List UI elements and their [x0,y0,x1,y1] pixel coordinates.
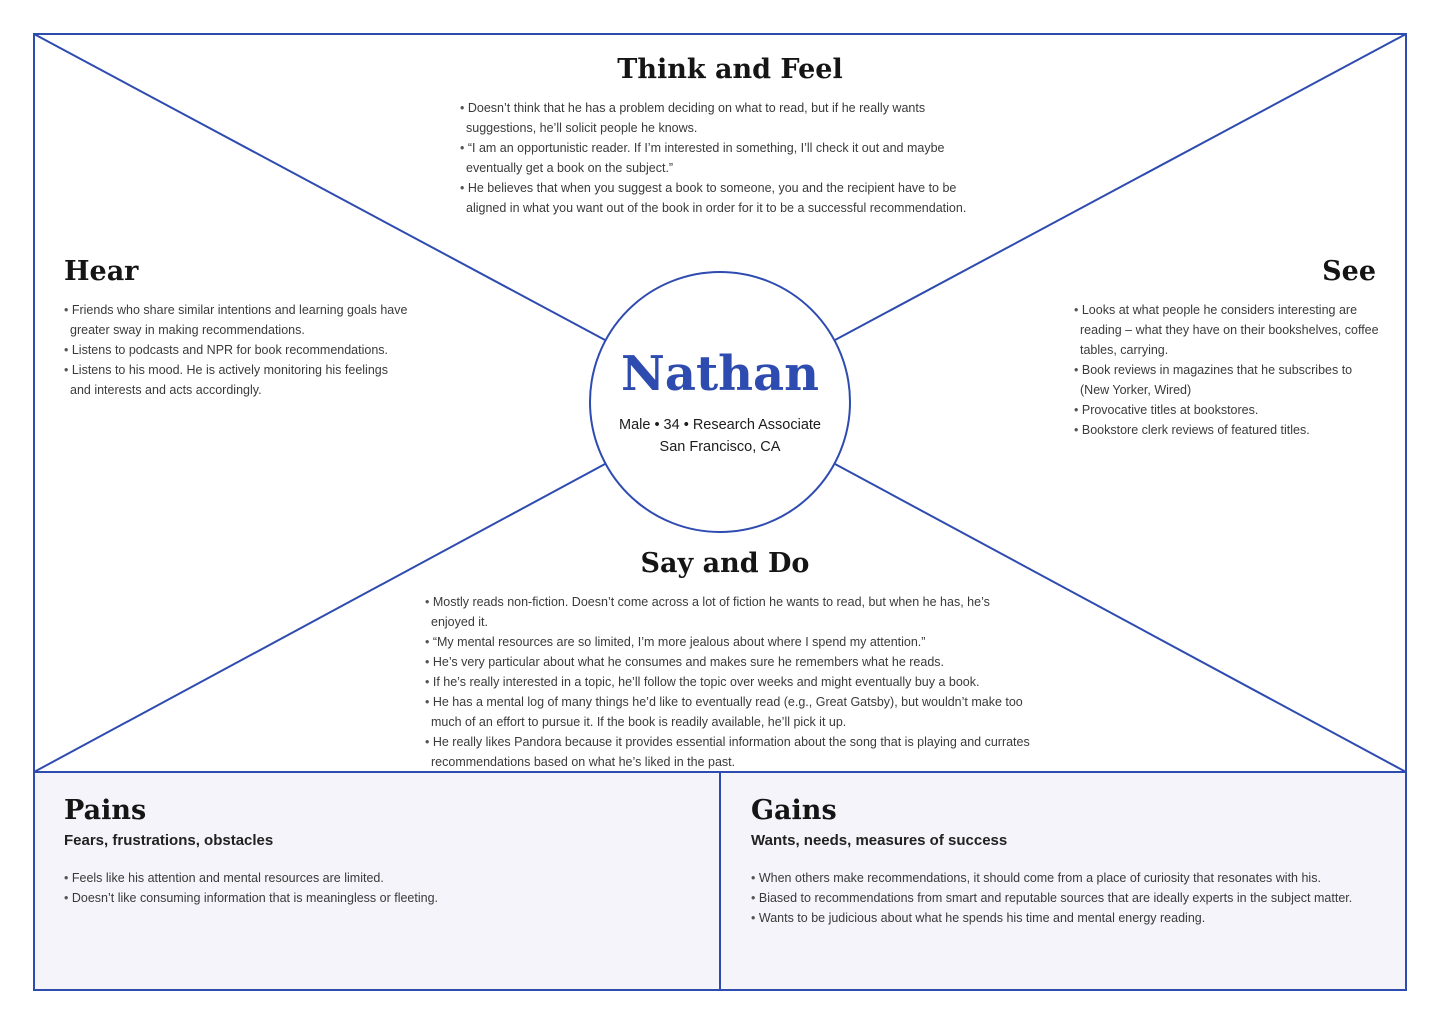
persona-name: Nathan [620,346,820,402]
list-item: “My mental resources are so limited, I’m… [425,632,1037,652]
persona-location: San Francisco, CA [659,439,781,455]
list-item: Wants to be judicious about what he spen… [751,908,1391,928]
gains-subheading: Wants, needs, measures of success [751,832,1008,849]
list-item: Friends who share similar intentions and… [64,300,409,340]
say-do-heading: Say and Do [640,548,810,579]
list-item: Feels like his attention and mental reso… [64,868,684,888]
gains-heading: Gains [751,795,837,826]
list-item: Mostly reads non-fiction. Doesn’t come a… [425,592,1037,632]
persona-details: Male • 34 • Research Associate San Franc… [590,414,850,458]
list-item: Doesn’t like consuming information that … [64,888,684,908]
list-item: He has a mental log of many things he’d … [425,692,1037,732]
empathy-map-frame [33,33,1407,991]
list-item: Listens to his mood. He is actively moni… [64,360,409,400]
hear-heading: Hear [64,256,139,287]
gains-list: When others make recommendations, it sho… [751,868,1391,928]
list-item: Provocative titles at bookstores. [1074,400,1384,420]
see-heading: See [1322,256,1376,287]
list-item: Bookstore clerk reviews of featured titl… [1074,420,1384,440]
list-item: When others make recommendations, it sho… [751,868,1391,888]
list-item: Looks at what people he considers intere… [1074,300,1384,360]
list-item: If he’s really interested in a topic, he… [425,672,1037,692]
hear-list: Friends who share similar intentions and… [64,300,409,400]
think-feel-list: Doesn’t think that he has a problem deci… [460,98,996,218]
pains-heading: Pains [64,795,147,826]
pains-list: Feels like his attention and mental reso… [64,868,684,908]
think-feel-heading: Think and Feel [617,54,843,85]
list-item: Biased to recommendations from smart and… [751,888,1391,908]
list-item: Doesn’t think that he has a problem deci… [460,98,996,138]
say-do-list: Mostly reads non-fiction. Doesn’t come a… [425,592,1037,772]
see-list: Looks at what people he considers intere… [1074,300,1384,440]
persona-demographics: Male • 34 • Research Associate [619,417,821,433]
list-item: Listens to podcasts and NPR for book rec… [64,340,409,360]
list-item: He believes that when you suggest a book… [460,178,996,218]
list-item: He’s very particular about what he consu… [425,652,1037,672]
list-item: He really likes Pandora because it provi… [425,732,1037,772]
list-item: “I am an opportunistic reader. If I’m in… [460,138,996,178]
list-item: Book reviews in magazines that he subscr… [1074,360,1384,400]
pains-subheading: Fears, frustrations, obstacles [64,832,274,849]
